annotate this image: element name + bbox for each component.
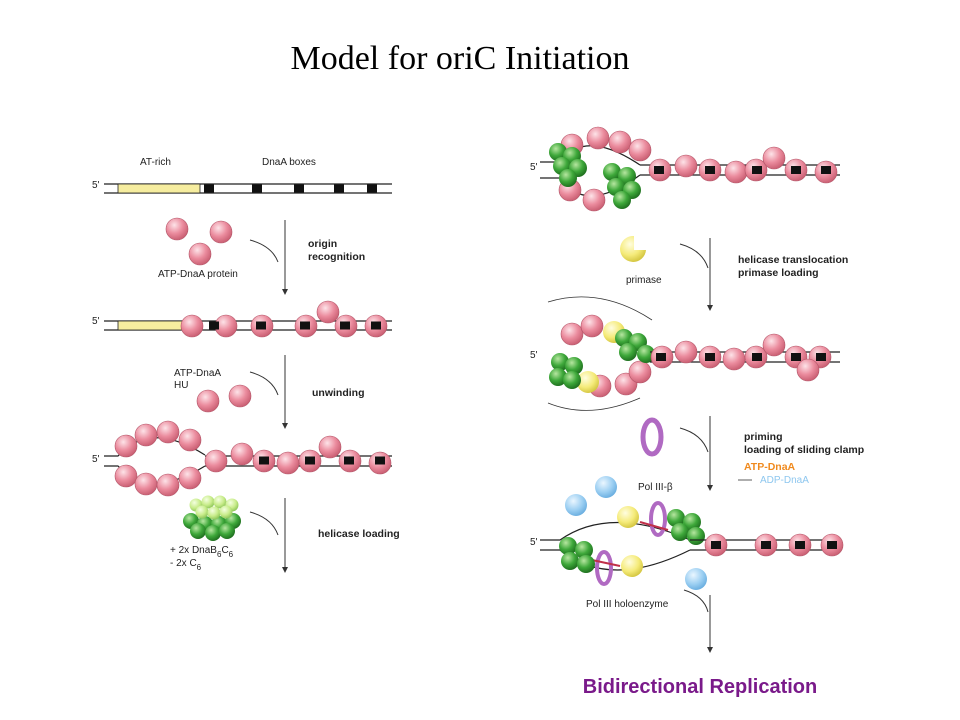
step-primase-loading: primase loading — [738, 267, 819, 279]
dnaa-box — [294, 184, 304, 193]
hu-label-line2: HU — [174, 380, 188, 391]
step-arrow-priming: priming loading of sliding clamp ATP-Dna… — [640, 416, 864, 491]
five-prime-label: 5' — [530, 162, 538, 173]
step-origin-recognition-line1: origin — [308, 238, 337, 250]
dnaa-box — [252, 184, 262, 193]
primase-label: primase — [626, 275, 662, 286]
step-priming: priming — [744, 431, 783, 443]
dnab-dnac-complex — [183, 495, 241, 541]
primase-icon — [620, 235, 646, 262]
five-prime-label: 5' — [530, 350, 538, 361]
at-rich-label: AT-rich — [140, 157, 171, 168]
helicase-hexamer — [603, 163, 641, 209]
step-arrow-primase-loading: primase helicase translocation primase l… — [620, 235, 848, 311]
helicase-hexamer — [549, 353, 583, 389]
five-prime-label: 5' — [92, 180, 100, 191]
five-prime-label: 5' — [92, 316, 100, 327]
helicase-hexamer — [559, 537, 595, 573]
helicase-hexamer — [615, 329, 655, 363]
hu-label-line1: ATP-DnaA — [174, 368, 221, 379]
stage-r2-primase-loaded: 5' — [530, 296, 840, 411]
sliding-clamp-icon — [640, 417, 664, 457]
helicase-label-line2: - 2x C6 — [170, 558, 202, 572]
step-arrow-unwinding: ATP-DnaA HU unwinding — [174, 355, 365, 429]
pol-iii-holoenzyme-label: Pol III holoenzyme — [586, 599, 669, 610]
stage-r3-holoenzyme: Pol III-β 5' Pol III holoe — [530, 476, 844, 653]
at-rich-region — [117, 183, 201, 194]
adp-dnaa — [565, 494, 587, 516]
footer-caption: Bidirectional Replication — [582, 676, 818, 698]
dnaa-box — [334, 184, 344, 193]
step-arrow-origin-recognition: origin recognition — [249, 220, 365, 295]
five-prime-label: 5' — [530, 537, 538, 548]
stage1-origin: AT-rich DnaA boxes 5' — [92, 157, 392, 194]
stage-r1-helicase-loaded: 5' — [530, 126, 840, 212]
helicase-hexamer — [549, 143, 587, 187]
stage2-dnaa-bound: 5' — [92, 300, 392, 338]
five-prime-label: 5' — [92, 454, 100, 465]
dnaa-boxes-label: DnaA boxes — [262, 157, 316, 168]
free-dnaa-proteins: ATP-DnaA protein — [158, 217, 238, 280]
legend-adp-dnaa: ADP-DnaA — [760, 475, 809, 486]
slide-title: Model for oriC Initiation — [290, 40, 630, 77]
atp-dnaa-protein-label: ATP-DnaA protein — [158, 269, 238, 280]
dnaa-box — [204, 184, 214, 193]
step-helicase-loading: helicase loading — [318, 528, 400, 540]
step-unwinding: unwinding — [312, 387, 365, 399]
step-loading-sliding-clamp: loading of sliding clamp — [744, 444, 864, 456]
step-arrow-helicase-loading: + 2x DnaB6C6 - 2x C6 helicase loading — [170, 495, 400, 573]
step-origin-recognition-line2: recognition — [308, 251, 365, 263]
helicase-label-line1: + 2x DnaB6C6 — [170, 545, 234, 559]
adp-dnaa — [595, 476, 617, 498]
adp-dnaa — [685, 568, 707, 590]
step-helicase-translocation: helicase translocation — [738, 254, 848, 266]
legend-atp-dnaa: ATP-DnaA — [744, 461, 796, 473]
dnaa-box — [367, 184, 377, 193]
pol-iii-beta-label: Pol III-β — [638, 482, 673, 493]
stage3-open-complex: 5' — [92, 420, 392, 497]
